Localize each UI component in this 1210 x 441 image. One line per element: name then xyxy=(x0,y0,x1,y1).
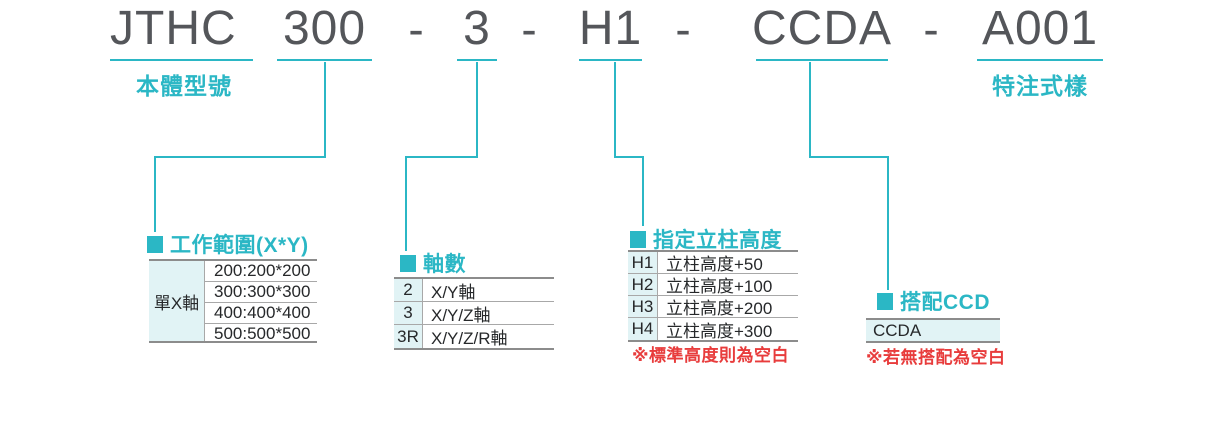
code-segment-work-range: 300 xyxy=(277,4,372,61)
ccd-title: 搭配CCD xyxy=(877,286,990,316)
connector-line xyxy=(405,156,478,158)
table-row: 3R X/Y/Z/R軸 xyxy=(394,325,554,348)
axes-code: 2 xyxy=(394,279,423,301)
table-row: 2 X/Y軸 xyxy=(394,279,554,302)
height-desc: 立柱高度+200 xyxy=(666,299,773,318)
code-separator: - xyxy=(675,3,691,55)
axes-desc: X/Y軸 xyxy=(431,282,476,302)
section-bullet-icon xyxy=(400,254,416,272)
table-row: 500:500*500 xyxy=(214,324,311,343)
column-height-title-text: 指定立柱高度 xyxy=(653,229,782,252)
height-code: H2 xyxy=(628,274,658,295)
connector-line xyxy=(809,156,889,158)
axes-table: 2 X/Y軸 3 X/Y/Z軸 3R X/Y/Z/R軸 xyxy=(394,277,554,350)
table-row: 200:200*200 xyxy=(205,261,317,282)
code-separator: - xyxy=(521,3,537,55)
work-range-table: 單X軸 200:200*200 300:300*300 400:400*400 … xyxy=(149,259,317,343)
work-range-values: 200:200*200 300:300*300 400:400*400 500:… xyxy=(204,261,317,343)
connector-line xyxy=(324,62,326,158)
axes-code: 3 xyxy=(394,302,423,324)
height-code: H1 xyxy=(628,252,658,273)
work-range-title: 工作範圍(X*Y) xyxy=(147,229,309,259)
axes-title: 軸數 xyxy=(400,248,466,278)
table-row: H3 立柱高度+200 xyxy=(628,296,798,318)
table-row: 400:400*400 xyxy=(205,303,317,324)
connector-line xyxy=(887,156,889,290)
connector-line xyxy=(154,156,156,232)
section-bullet-icon xyxy=(630,230,646,248)
code-segment-text: A001 xyxy=(981,2,1099,55)
code-separator: - xyxy=(408,3,424,55)
connector-line xyxy=(405,156,407,251)
work-range-title-text: 工作範圍(X*Y) xyxy=(170,234,309,257)
ccd-note: ※若無搭配為空白 xyxy=(866,348,1006,367)
code-segment-text: JTHC xyxy=(110,2,237,55)
code-segment-axes: 3 xyxy=(457,4,497,61)
height-desc: 立柱高度+50 xyxy=(666,255,763,274)
connector-line xyxy=(614,62,616,158)
connector-line xyxy=(642,156,644,226)
table-row: CCDA xyxy=(866,320,1000,341)
code-segment-body-model: JTHC xyxy=(110,4,253,61)
height-code: H4 xyxy=(628,318,658,340)
column-height-note: ※標準高度則為空白 xyxy=(632,346,790,365)
height-code: H3 xyxy=(628,296,658,317)
table-row: H1 立柱高度+50 xyxy=(628,252,798,274)
code-segment-text: 300 xyxy=(282,2,367,55)
code-segment-ccd: CCDA xyxy=(752,4,891,61)
section-bullet-icon xyxy=(877,292,893,310)
height-desc: 立柱高度+300 xyxy=(666,321,773,341)
code-segment-text: 3 xyxy=(463,2,491,55)
code-segment-special: A001 xyxy=(977,4,1103,61)
axes-desc: X/Y/Z軸 xyxy=(431,305,491,325)
ccd-title-text: 搭配CCD xyxy=(900,291,990,314)
connector-line xyxy=(476,62,478,158)
table-row: 3 X/Y/Z軸 xyxy=(394,302,554,325)
table-row: H4 立柱高度+300 xyxy=(628,318,798,341)
axes-desc: X/Y/Z/R軸 xyxy=(431,329,508,348)
connector-line xyxy=(614,156,644,158)
code-separator: - xyxy=(923,3,939,55)
ccd-table: CCDA xyxy=(866,318,1000,343)
height-desc: 立柱高度+100 xyxy=(666,277,773,296)
special-spec-label: 特注式樣 xyxy=(992,73,1088,99)
column-height-title: 指定立柱高度 xyxy=(630,224,782,254)
axes-code: 3R xyxy=(394,325,423,348)
code-segment-text: CCDA xyxy=(752,2,893,55)
axes-title-text: 軸數 xyxy=(423,253,466,276)
table-row: H2 立柱高度+100 xyxy=(628,274,798,296)
body-model-label: 本體型號 xyxy=(136,73,232,99)
table-row: 300:300*300 xyxy=(205,282,317,303)
code-segment-text: H1 xyxy=(578,2,643,55)
connector-line xyxy=(154,156,326,158)
work-range-row-header: 單X軸 xyxy=(149,261,204,341)
code-segment-column-height: H1 xyxy=(579,4,642,61)
column-height-table: H1 立柱高度+50 H2 立柱高度+100 H3 立柱高度+200 H4 立柱… xyxy=(628,250,798,342)
section-bullet-icon xyxy=(147,235,163,253)
connector-line xyxy=(809,62,811,158)
